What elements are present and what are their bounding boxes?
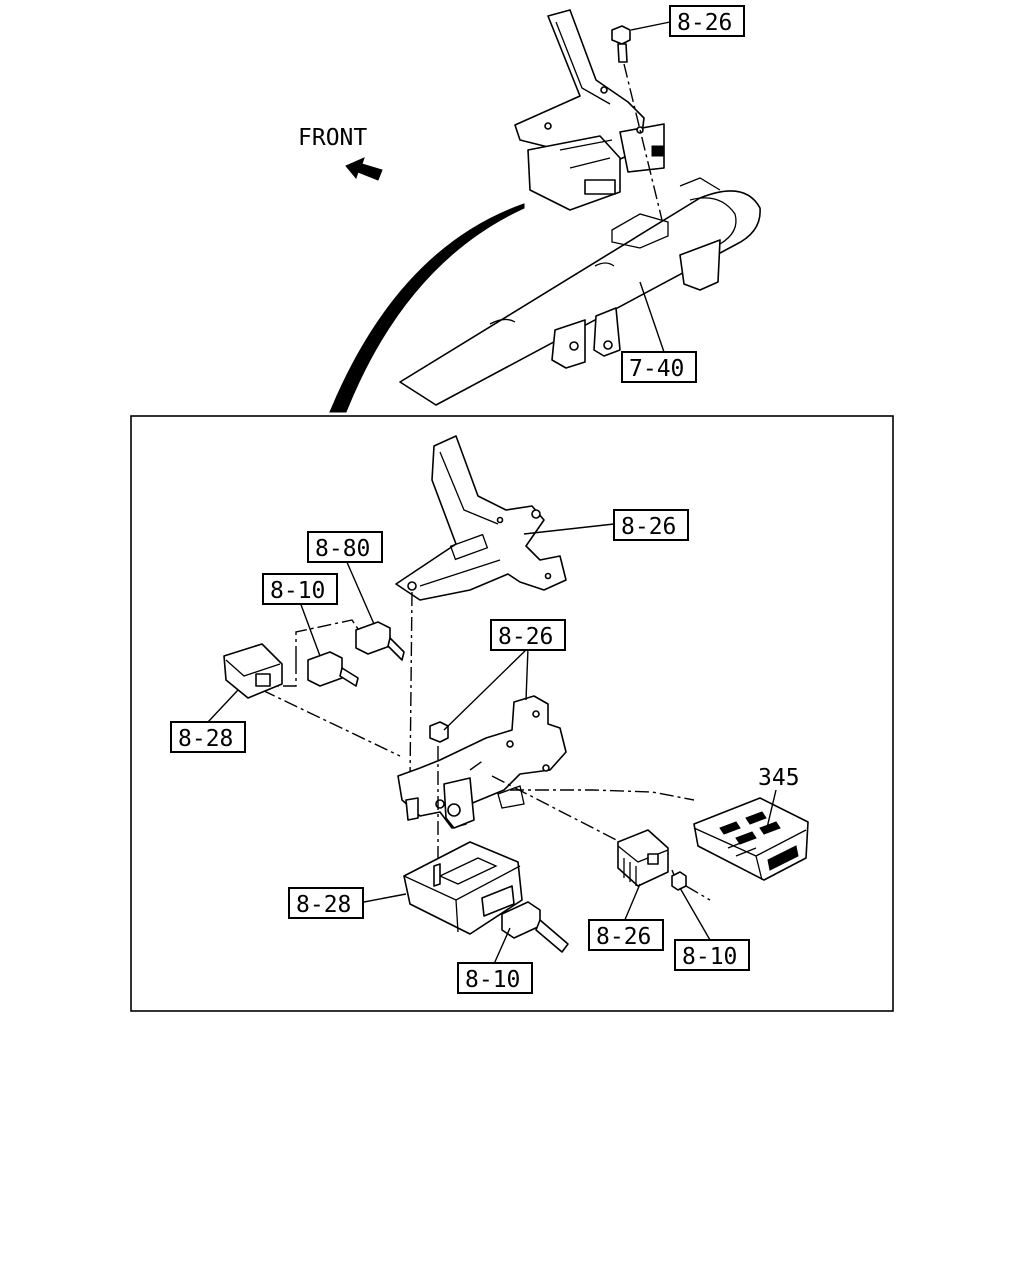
svg-text:8-26: 8-26 [498, 624, 553, 650]
callout-connector-upper: 8-80 [307, 531, 383, 625]
svg-text:345: 345 [758, 765, 800, 791]
callout-relay-left: 8-28 [170, 689, 246, 753]
nut [429, 721, 449, 870]
callout-control-unit-connector: 8-10 [457, 927, 533, 994]
svg-text:8-10: 8-10 [682, 944, 737, 970]
svg-text:8-26: 8-26 [596, 924, 651, 950]
front-label: FRONT [298, 125, 367, 151]
detail-frame [130, 415, 894, 1012]
top-bolt [611, 25, 663, 221]
callout-nut-bracket: 8-26 [443, 619, 566, 731]
svg-text:8-26: 8-26 [677, 10, 732, 36]
relay-right [617, 829, 669, 887]
callout-bracket: 8-26 [523, 509, 689, 541]
relay-left [223, 643, 283, 699]
connector-mid [307, 651, 359, 687]
callout-harness-connector: 345 [758, 765, 800, 833]
harness-connector-block [693, 797, 809, 881]
relay-right-connector [671, 871, 687, 891]
steering-support-assembly [329, 9, 761, 413]
control-unit [403, 841, 523, 935]
control-unit-connector [501, 901, 569, 953]
upper-bracket [514, 9, 665, 211]
lower-bracket [397, 695, 567, 829]
callout-relay-right-connector: 8-10 [674, 887, 750, 971]
svg-text:8-80: 8-80 [315, 536, 370, 562]
svg-text:8-10: 8-10 [270, 578, 325, 604]
front-arrow-icon [345, 157, 383, 181]
svg-text:8-10: 8-10 [465, 967, 520, 993]
callout-connector-mid: 8-10 [262, 573, 338, 657]
svg-text:8-28: 8-28 [178, 726, 233, 752]
mounting-bracket [395, 435, 567, 601]
callout-top-bolt: 8-26 [630, 5, 745, 37]
callout-control-unit: 8-28 [288, 887, 407, 919]
svg-text:7-40: 7-40 [629, 356, 684, 382]
callout-crossmember: 7-40 [621, 281, 697, 383]
svg-text:8-26: 8-26 [621, 514, 676, 540]
connector-upper [355, 621, 405, 661]
front-indicator: FRONT [298, 125, 383, 181]
crossmember-tube [399, 177, 761, 406]
svg-text:8-28: 8-28 [296, 892, 351, 918]
callout-relay-right: 8-26 [588, 883, 664, 951]
detail-arrow [329, 203, 525, 413]
